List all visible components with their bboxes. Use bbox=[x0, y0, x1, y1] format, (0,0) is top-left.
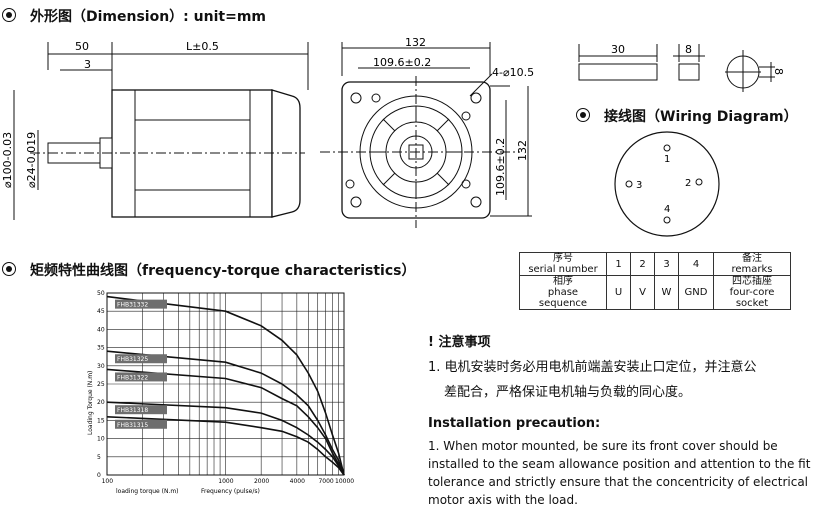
series-label-bg bbox=[115, 419, 167, 429]
table-cell: V bbox=[630, 275, 655, 310]
y-axis-label: Loading Torque (N.m) bbox=[87, 371, 94, 435]
dimension-heading: 外形图（Dimension）: unit=mm bbox=[2, 6, 266, 26]
x-axis-label: Frequency (pulse/s) bbox=[201, 488, 260, 495]
series-label: FHB31325 bbox=[117, 356, 148, 363]
y-tick-label: 50 bbox=[97, 290, 105, 297]
series-label: FHB31318 bbox=[117, 407, 148, 414]
x-tick-label: 4000 bbox=[290, 478, 305, 485]
pin-1-label: 1 bbox=[664, 154, 670, 165]
wiring-diagram: 1 2 3 4 bbox=[614, 131, 720, 237]
dim-132-side: 132 bbox=[516, 140, 529, 161]
connector-outline bbox=[614, 131, 720, 237]
wiring-heading: 接线图（Wiring Diagram） bbox=[576, 106, 798, 126]
key-detail-drawing: 30 8 8 bbox=[578, 43, 785, 92]
y-tick-label: 40 bbox=[97, 326, 105, 333]
pin-4-label: 4 bbox=[664, 204, 670, 215]
y-tick-label: 15 bbox=[97, 417, 105, 424]
radio-bullet-icon bbox=[2, 262, 16, 276]
note-en-line: 1. When motor mounted, be sure its front… bbox=[428, 439, 778, 453]
motor-front-view: 132 109.6±0.2 4-⌀10.5 109.6±0.2 132 bbox=[320, 36, 534, 228]
x-tick-label: 1000 bbox=[218, 478, 233, 485]
series-label-bg bbox=[115, 354, 167, 364]
table-cell: W bbox=[654, 275, 679, 310]
dim-109-side: 109.6±0.2 bbox=[494, 138, 507, 196]
table-cell: GND bbox=[678, 275, 714, 310]
x-tick-label: 10000 bbox=[335, 478, 354, 485]
pin-2-label: 2 bbox=[685, 178, 691, 189]
dim-3: 3 bbox=[84, 58, 91, 71]
table-cell: U bbox=[606, 275, 631, 310]
x-axis-left-label: loading torque (N.m) bbox=[116, 488, 179, 495]
pin-4-icon bbox=[663, 216, 671, 224]
dim-mount-holes: 4-⌀10.5 bbox=[492, 66, 534, 79]
installation-notes: ! 注意事项 1. 电机安装时务必用电机前端盖安装止口定位，并注意公 差配合，严… bbox=[428, 330, 823, 509]
dim-bore-diameter: ⌀24-0.019 bbox=[25, 132, 38, 188]
series-line-fhb31322 bbox=[106, 368, 345, 476]
series-label: FHB31322 bbox=[117, 374, 148, 381]
plot-frame bbox=[106, 292, 345, 476]
pin-3-label: 3 bbox=[636, 180, 642, 191]
y-tick-label: 0 bbox=[97, 472, 101, 479]
series-line-fhb31318 bbox=[106, 401, 345, 476]
note-zh-line: 差配合，严格保证电机轴与负载的同心度。 bbox=[444, 385, 692, 400]
pin-3-icon bbox=[625, 180, 633, 188]
note-zh-line: 1. 电机安装时务必用电机前端盖安装止口定位，并注意公 bbox=[428, 360, 757, 375]
pin-2-icon bbox=[695, 178, 703, 186]
y-tick-label: 30 bbox=[97, 363, 105, 370]
pin-1-icon bbox=[663, 144, 671, 152]
x-tick-label: 7000 bbox=[318, 478, 333, 485]
dim-key-height: 8 bbox=[772, 68, 785, 75]
dim-132-top: 132 bbox=[405, 36, 426, 49]
series-label-bg bbox=[115, 372, 167, 382]
dim-shaft-diameter: ⌀100-0.03 bbox=[1, 132, 14, 188]
table-cell: 1 bbox=[606, 252, 631, 276]
radio-bullet-icon bbox=[2, 8, 16, 22]
y-tick-label: 45 bbox=[97, 308, 105, 315]
note-en-line: installed to the seam allowance position… bbox=[428, 457, 811, 471]
dim-key-width: 8 bbox=[685, 43, 692, 56]
series-line-fhb31325 bbox=[106, 350, 345, 476]
radio-bullet-icon bbox=[576, 108, 590, 122]
series-line-fhb31332 bbox=[106, 295, 345, 476]
notes-en-title: Installation precaution: bbox=[428, 416, 601, 431]
table-cell: 2 bbox=[630, 252, 655, 276]
torque-heading: 矩频特性曲线图（frequency-torque characteristics… bbox=[2, 260, 415, 280]
y-tick-label: 20 bbox=[97, 399, 105, 406]
dim-key-length: 30 bbox=[611, 43, 625, 56]
table-cell: 3 bbox=[654, 252, 679, 276]
series-label: FHB31315 bbox=[117, 422, 148, 429]
motor-side-view: 50 L±0.5 3 ⌀100-0.03 ⌀24-0.019 bbox=[1, 40, 309, 220]
note-en-line: motor axis with the load. bbox=[428, 493, 578, 507]
y-tick-label: 10 bbox=[97, 436, 105, 443]
series-label: FHB31332 bbox=[117, 302, 148, 309]
y-tick-label: 35 bbox=[97, 345, 105, 352]
series-line-fhb31315 bbox=[106, 416, 345, 476]
table-cell: 4 bbox=[678, 252, 714, 276]
dim-length: L±0.5 bbox=[186, 40, 219, 53]
dim-50: 50 bbox=[75, 40, 89, 53]
series-label-bg bbox=[115, 405, 167, 415]
dim-109-top: 109.6±0.2 bbox=[373, 56, 431, 69]
note-en-line: tolerance and strictly ensure that the c… bbox=[428, 475, 809, 489]
y-tick-label: 25 bbox=[97, 381, 105, 388]
x-tick-label: 100 bbox=[102, 478, 114, 485]
series-label-bg bbox=[115, 299, 167, 309]
notes-title: ! 注意事项 bbox=[428, 335, 491, 350]
y-tick-label: 5 bbox=[97, 454, 101, 461]
x-tick-label: 2000 bbox=[254, 478, 269, 485]
